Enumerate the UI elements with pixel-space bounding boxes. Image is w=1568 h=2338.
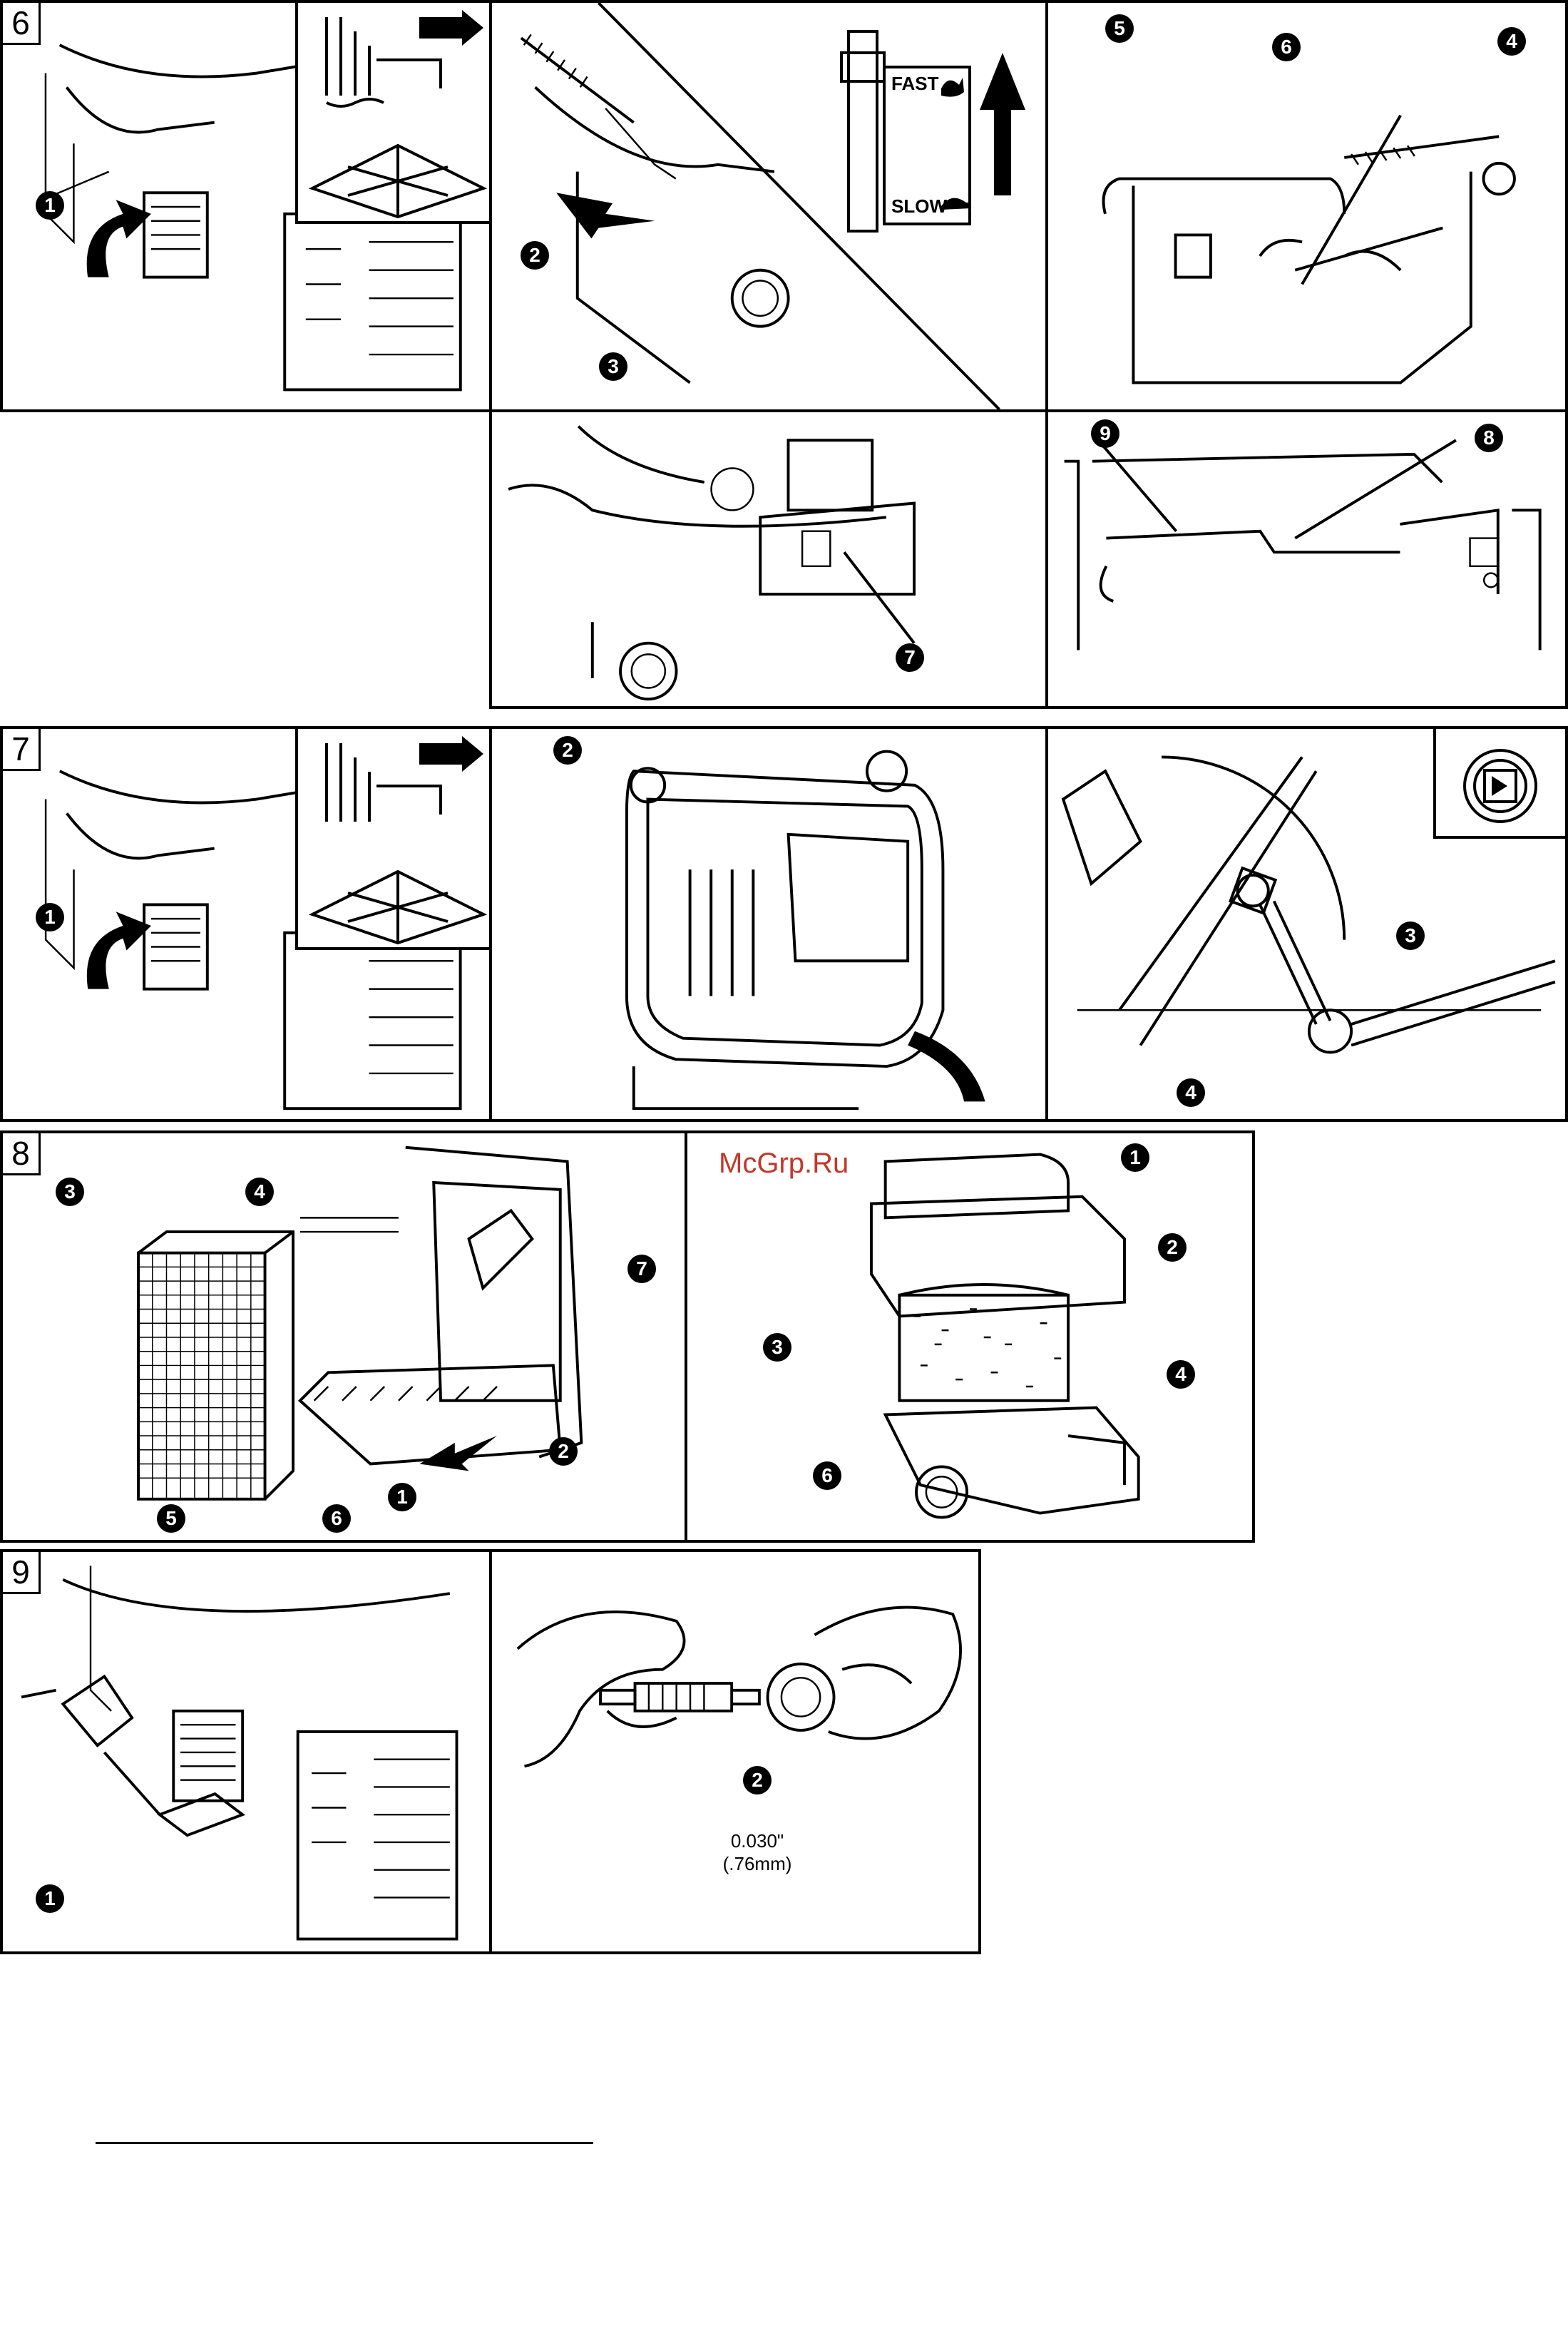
s6-panel-d: 7 [489, 409, 1048, 709]
callout: 4 [245, 1178, 274, 1206]
engine-hot-icon [327, 10, 483, 106]
gap-spec-inch: 0.030" [686, 1830, 829, 1852]
callout: 3 [56, 1178, 84, 1206]
callout: 6 [813, 1461, 841, 1490]
s7-panel-c: 3 4 [1045, 726, 1568, 1122]
callout: 1 [36, 191, 64, 220]
s6-panel-e: 9 8 [1045, 409, 1568, 709]
governor-arm-illustration [1048, 412, 1565, 706]
blower-housing-illustration [492, 729, 1045, 1119]
spark-plug-engine-illustration [3, 1552, 489, 1951]
callout: 3 [599, 352, 627, 381]
section-number: 8 [3, 1133, 41, 1175]
engine-hot-icon [327, 736, 483, 822]
callout: 8 [1475, 424, 1503, 452]
footnote-rule [96, 2142, 593, 2144]
callout: 4 [1167, 1360, 1195, 1389]
manual-wrench-icon [312, 146, 483, 217]
callout: 7 [896, 643, 924, 672]
warning-inset [295, 729, 492, 950]
gap-spec-mm: (.76mm) [686, 1853, 829, 1875]
s7-panel-b: 2 [489, 726, 1048, 1122]
watermark: McGrp.Ru [719, 1148, 849, 1180]
callout: 1 [1121, 1143, 1149, 1172]
s6-panel-b: FAST SLOW 2 3 [489, 0, 1048, 412]
s9-panel-a: 9 1 [0, 1549, 492, 1954]
callout: 2 [743, 1766, 772, 1795]
socket-square-icon [1436, 729, 1568, 836]
callout: 5 [1105, 14, 1134, 43]
callout: 3 [1396, 922, 1425, 950]
pleated-filter [138, 1232, 293, 1499]
arrow-up-icon [980, 53, 1025, 195]
s8-panel-b: McGrp.Ru 1 2 3 4 6 [685, 1130, 1255, 1543]
governor-spring-illustration [1048, 3, 1565, 409]
s9-panel-b: 2 0.030" (.76mm) [489, 1549, 981, 1954]
callout: 5 [157, 1504, 185, 1533]
socket-inset [1433, 729, 1568, 839]
section-number: 9 [3, 1552, 41, 1594]
slow-label: SLOW [891, 195, 947, 218]
rabbit-icon [941, 78, 964, 97]
callout: 4 [1177, 1078, 1205, 1107]
s7-panel-a: 7 1 [0, 726, 492, 1122]
linkage-bracket-illustration [492, 412, 1045, 706]
air-filter-flat-illustration [3, 1133, 685, 1540]
callout: 4 [1497, 27, 1526, 56]
callout: 2 [553, 736, 582, 765]
callout: 2 [1158, 1233, 1187, 1262]
s8-panel-a: 8 3 4 7 2 5 6 1 [0, 1130, 687, 1543]
callout: 2 [549, 1437, 578, 1466]
callout: 6 [322, 1504, 351, 1533]
s6-panel-c: 5 6 4 [1045, 0, 1568, 412]
callout: 2 [521, 241, 549, 270]
spark-plug-gap-illustration [492, 1552, 978, 1951]
throttle-decal: FAST SLOW [834, 10, 1041, 238]
callout: 6 [1272, 33, 1301, 61]
warning-inset [295, 3, 492, 224]
section-number: 7 [3, 729, 41, 771]
callout: 1 [36, 1884, 64, 1913]
callout: 7 [627, 1255, 656, 1283]
callout: 9 [1091, 419, 1119, 448]
callout: 3 [763, 1333, 791, 1362]
s6-panel-a: 6 1 [0, 0, 492, 412]
manual-wrench-icon [312, 872, 483, 943]
callout: 1 [388, 1483, 416, 1511]
fast-label: FAST [891, 73, 938, 95]
callout: 1 [36, 903, 64, 931]
section-number: 6 [3, 3, 41, 45]
